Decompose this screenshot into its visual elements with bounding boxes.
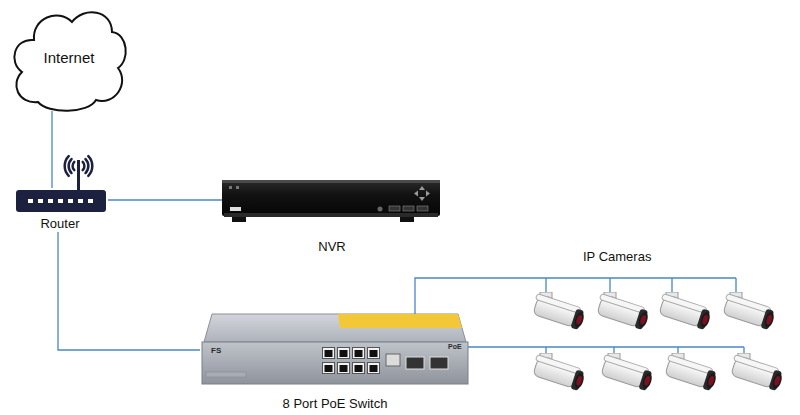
wifi-wave xyxy=(69,159,72,173)
ip-camera xyxy=(530,292,586,331)
ip-camera xyxy=(662,353,718,392)
ip-camera xyxy=(530,353,586,392)
nvr-button xyxy=(389,206,400,211)
usb-port xyxy=(230,207,241,211)
router-body xyxy=(16,190,106,212)
wifi-wave xyxy=(65,156,69,176)
device-marking: PoE xyxy=(448,343,462,351)
dpad-arrow xyxy=(419,197,425,201)
ip-cameras xyxy=(530,292,784,392)
dpad-arrow xyxy=(419,186,425,190)
ethernet-port xyxy=(368,363,380,374)
network-cable xyxy=(108,199,222,200)
ethernet-port xyxy=(323,363,335,374)
nvr-ledge xyxy=(224,213,438,217)
camera-drop xyxy=(546,278,736,293)
label-holder: FS xyxy=(211,346,221,355)
camera-wires xyxy=(415,278,744,354)
switch-top xyxy=(204,314,466,342)
sfp-port xyxy=(430,357,448,369)
wifi-wave xyxy=(88,156,92,176)
switch-front xyxy=(202,342,468,384)
sfp-port xyxy=(406,357,424,369)
router-icon xyxy=(16,156,106,212)
ip-camera xyxy=(598,353,654,392)
router-light xyxy=(88,199,93,203)
label-holder: PoE xyxy=(448,343,462,351)
router-light xyxy=(58,199,63,203)
network-cable xyxy=(51,111,52,188)
dpad-arrow xyxy=(426,191,430,197)
ip-camera xyxy=(728,353,784,392)
nvr-dpad xyxy=(414,186,430,201)
cloud-outline xyxy=(14,12,125,110)
ethernet-port xyxy=(338,348,350,359)
console-port xyxy=(386,354,400,366)
router-light xyxy=(68,199,73,203)
group-label: IP Cameras xyxy=(583,250,651,265)
nvr-button xyxy=(417,206,428,211)
camera-wire xyxy=(468,346,744,347)
nvr-button xyxy=(403,206,414,211)
wifi-waves xyxy=(65,156,93,176)
router-antenna xyxy=(77,160,80,191)
wifi-wave xyxy=(73,162,75,170)
node-label: 8 Port PoE Switch xyxy=(283,397,388,412)
camera-drop xyxy=(546,347,744,354)
dpad-arrow xyxy=(414,191,418,197)
wifi-wave xyxy=(86,159,89,173)
nvr-body xyxy=(222,180,440,216)
nvr-led xyxy=(236,186,239,189)
router-light xyxy=(78,199,83,203)
switch-node: 8 Port PoE Switch xyxy=(200,308,470,412)
nvr-node: NVR xyxy=(222,176,442,255)
nvr-button xyxy=(378,207,383,212)
node-label: NVR xyxy=(318,240,345,255)
router-light xyxy=(28,199,33,203)
ethernet-port xyxy=(368,348,380,359)
ethernet-port xyxy=(338,363,350,374)
label-holder: IP Cameras xyxy=(583,250,651,265)
ip-camera xyxy=(594,292,650,331)
network-cable xyxy=(58,232,200,350)
router-node: Router xyxy=(12,188,108,232)
internet-cloud: Internet xyxy=(8,4,130,111)
nvr-device xyxy=(222,180,440,222)
ethernet-port xyxy=(323,348,335,359)
router-light xyxy=(38,199,43,203)
model-strip xyxy=(206,372,246,377)
ip-camera xyxy=(720,292,776,331)
nvr-led xyxy=(229,186,232,189)
brand-logo: FS xyxy=(211,346,221,355)
ip-camera xyxy=(656,292,712,331)
ethernet-port xyxy=(353,363,365,374)
node-label: Internet xyxy=(44,49,95,66)
node-label: Router xyxy=(40,217,79,232)
router-lights xyxy=(28,199,93,203)
switch-sticker xyxy=(338,314,462,328)
poe-switch xyxy=(202,314,468,384)
nvr-top-edge xyxy=(222,180,440,183)
wifi-wave xyxy=(83,162,85,170)
ethernet-port xyxy=(353,348,365,359)
router-light xyxy=(48,199,53,203)
